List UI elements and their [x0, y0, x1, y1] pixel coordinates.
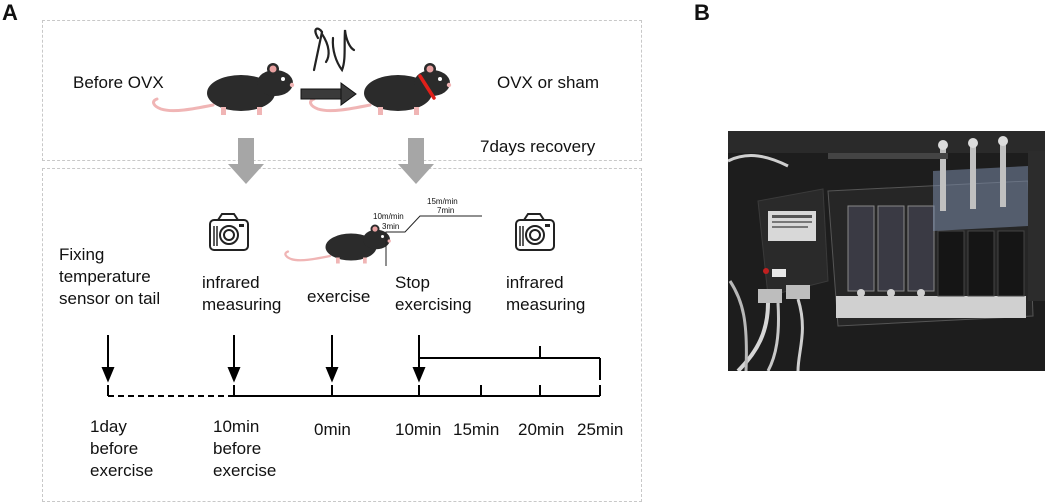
duration-1-label: 3min [382, 222, 400, 231]
step-infrared-1-label: infrared measuring [202, 273, 282, 314]
recovery-label: 7days recovery [480, 137, 596, 156]
speed-1-label: 10m/min [373, 212, 404, 221]
speed-profile-graph [385, 215, 482, 266]
camera-icon [515, 213, 555, 251]
treadmill-apparatus-photo [728, 131, 1045, 371]
gray-down-arrow-left [228, 138, 264, 184]
panel-letter-b: B [694, 0, 710, 25]
tick-label: 0min [314, 420, 351, 439]
before-ovx-label: Before OVX [73, 73, 164, 92]
tick-label: 1day before exercise [90, 417, 154, 480]
ovx-or-sham-label: OVX or sham [497, 73, 600, 92]
step-exercise-label: exercise [307, 287, 371, 306]
tick-label: 15min [453, 420, 500, 439]
mouse-before-icon [152, 61, 296, 117]
tick-label: 10min before exercise [213, 417, 277, 480]
suture-needle-icon [312, 27, 356, 73]
timeline-arrows [101, 335, 426, 383]
camera-icon [209, 213, 249, 251]
mouse-after-icon [309, 61, 453, 117]
speed-2-label: 15m/min [427, 197, 458, 206]
ovx-box [42, 20, 642, 161]
tick-label: 10min [395, 420, 442, 439]
duration-2-label: 7min [437, 206, 455, 215]
right-arrow-icon [300, 82, 357, 106]
step-stop-label: Stop exercising [395, 273, 472, 314]
gray-down-arrow-right [398, 138, 434, 184]
protocol-box [42, 168, 642, 502]
running-mouse-icon [284, 223, 393, 265]
step-infrared-2-label: infrared measuring [506, 273, 586, 314]
panel-letter-a: A [2, 0, 18, 25]
tick-label: 20min [518, 420, 565, 439]
timeline-axis [107, 346, 601, 397]
tick-label: 25min [577, 420, 624, 439]
step-fixing-sensor-label: Fixing temperature sensor on tail [59, 245, 161, 308]
